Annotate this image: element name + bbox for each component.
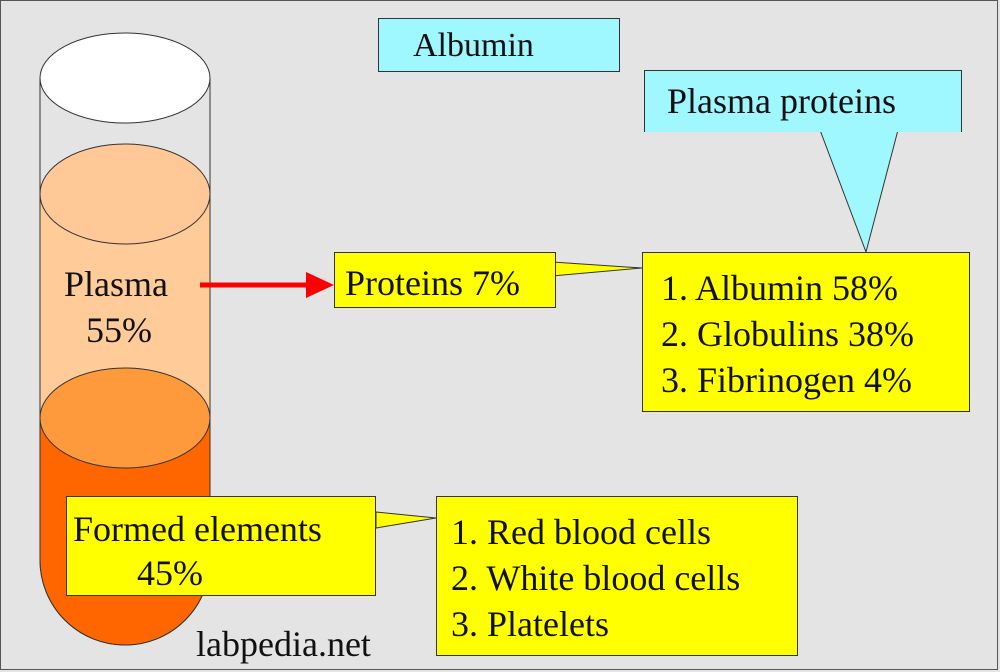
formed-callout-pointer bbox=[375, 511, 437, 529]
formed-list-item-rbc: 1. Red blood cells bbox=[451, 512, 711, 552]
plasma-to-proteins-arrow-head bbox=[306, 272, 334, 298]
plasma-label: Plasma bbox=[64, 264, 168, 304]
formed-list-item-wbc: 2. White blood cells bbox=[451, 558, 741, 598]
tube-opening bbox=[39, 32, 211, 124]
protein-list-item-fibrinogen: 3. Fibrinogen 4% bbox=[661, 360, 912, 400]
plasma-top bbox=[39, 143, 211, 245]
plasma-proteins-label: Plasma proteins bbox=[667, 81, 896, 121]
plasma-proteins-callout-pointer bbox=[819, 129, 899, 254]
formed-elements-percent: 45% bbox=[137, 553, 203, 593]
proteins-label: Proteins 7% bbox=[345, 263, 520, 303]
watermark: labpedia.net bbox=[196, 624, 371, 664]
formed-list-item-platelets: 3. Platelets bbox=[451, 604, 609, 644]
protein-list-item-globulins: 2. Globulins 38% bbox=[661, 314, 915, 354]
protein-list-box: 1. Albumin 58% 2. Globulins 38% 3. Fibri… bbox=[642, 252, 970, 412]
formed-elements-box: Formed elements 45% bbox=[66, 496, 376, 596]
protein-list-item-albumin: 1. Albumin 58% bbox=[661, 268, 899, 308]
plasma-percent: 55% bbox=[86, 310, 152, 350]
formed-elements-label: Formed elements bbox=[73, 509, 322, 549]
proteins-box: Proteins 7% bbox=[334, 252, 556, 308]
plasma-proteins-callout-box: Plasma proteins bbox=[644, 70, 962, 132]
proteins-callout-pointer bbox=[551, 261, 643, 277]
formed-elements-top bbox=[39, 367, 211, 469]
formed-list-box: 1. Red blood cells 2. White blood cells … bbox=[436, 496, 798, 656]
albumin-title-box: Albumin bbox=[378, 18, 620, 72]
albumin-title: Albumin bbox=[413, 27, 534, 64]
